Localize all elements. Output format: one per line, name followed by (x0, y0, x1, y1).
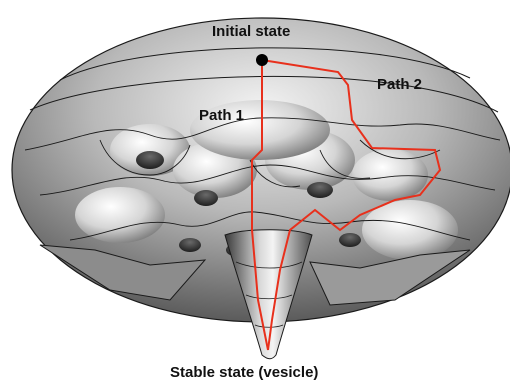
path-1-label: Path 1 (199, 107, 244, 124)
path-2-label: Path 2 (377, 76, 422, 93)
initial-state-label: Initial state (212, 23, 290, 40)
initial-state-marker (256, 54, 268, 66)
stable-state-label: Stable state (vesicle) (170, 364, 318, 381)
